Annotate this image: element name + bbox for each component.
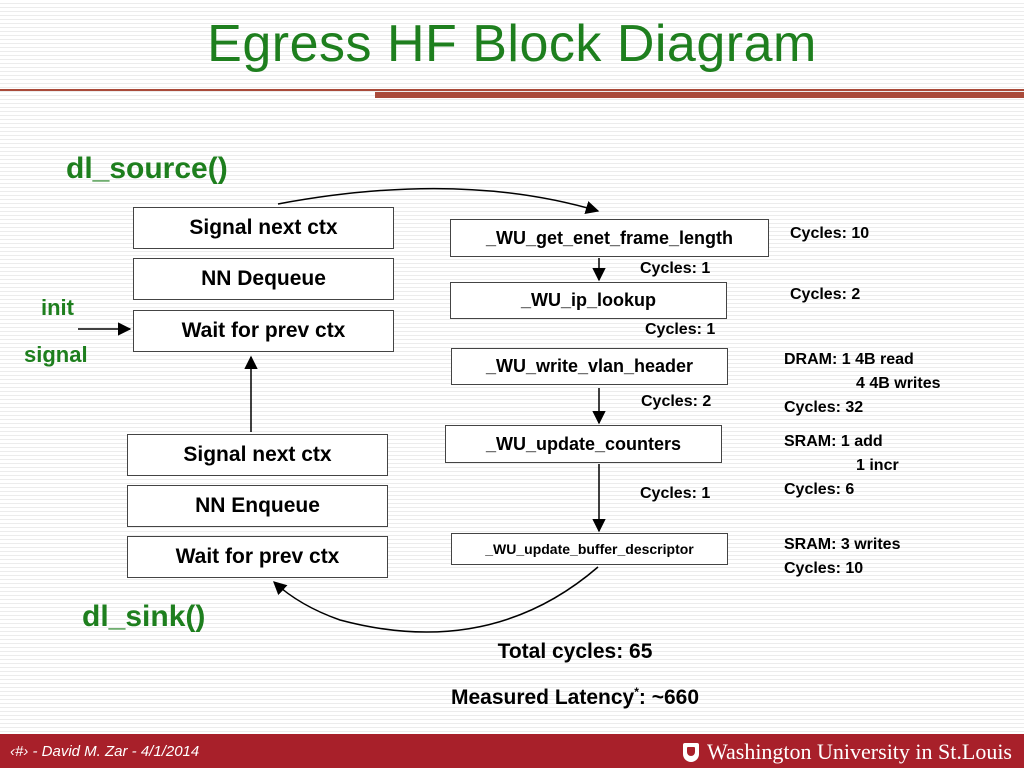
dl-source-label: dl_source(): [66, 152, 228, 185]
measured-latency: Measured Latency*: ~660: [450, 685, 700, 709]
title-divider-thick: [375, 92, 1024, 98]
source-signal-next-ctx-block: Signal next ctx: [133, 207, 394, 249]
transition-cycles-label: Cycles: 1: [645, 321, 716, 338]
wu-get-enet-frame-length-block: _WU_get_enet_frame_length: [450, 219, 769, 257]
block-note-ip-lookup: Cycles: 2: [790, 286, 861, 303]
university-name: Washington University in St.Louis: [706, 739, 1012, 764]
shield-icon: [682, 742, 699, 762]
transition-cycles-label: Cycles: 1: [640, 485, 711, 502]
total-cycles: Total cycles: 65: [497, 640, 653, 663]
sink-signal-next-ctx-block: Signal next ctx: [127, 434, 388, 476]
footer-page-author-date: ‹#› - David M. Zar - 4/1/2014: [10, 743, 200, 760]
transition-cycles-label: Cycles: 1: [640, 260, 711, 277]
wu-update-buffer-descriptor-block: _WU_update_buffer_descriptor: [451, 533, 728, 565]
block-note-write-vlan: DRAM: 1 4B read 4 4B writes Cycles: 32: [784, 351, 941, 416]
pipeline-to-sink-arrow: [273, 566, 599, 633]
wu-update-counters-block: _WU_update_counters: [445, 425, 722, 463]
block-note-frame-length: Cycles: 10: [790, 225, 870, 242]
source-to-pipeline-arrow: [277, 187, 600, 215]
wu-ip-lookup-block: _WU_ip_lookup: [450, 282, 727, 319]
slide-title: Egress HF Block Diagram: [207, 15, 817, 73]
nn-dequeue-block: NN Dequeue: [133, 258, 394, 300]
wu-write-vlan-header-block: _WU_write_vlan_header: [451, 348, 728, 385]
title-divider-thin: [0, 89, 1024, 91]
signal-label: signal: [24, 342, 88, 367]
dl-sink-label: dl_sink(): [82, 600, 206, 633]
init-label: init: [41, 295, 74, 320]
footer-bar: ‹#› - David M. Zar - 4/1/2014 Washington…: [0, 734, 1024, 768]
transition-cycles-label: Cycles: 2: [641, 393, 712, 410]
sink-wait-for-prev-ctx-block: Wait for prev ctx: [127, 536, 388, 578]
block-note-buffer-descriptor: SRAM: 3 writes Cycles: 10: [784, 536, 901, 577]
block-note-update-counters: SRAM: 1 add 1 incr Cycles: 6: [784, 433, 899, 498]
university-logo: Washington University in St.Louis: [682, 739, 1012, 765]
nn-enqueue-block: NN Enqueue: [127, 485, 388, 527]
source-wait-for-prev-ctx-block: Wait for prev ctx: [133, 310, 394, 352]
